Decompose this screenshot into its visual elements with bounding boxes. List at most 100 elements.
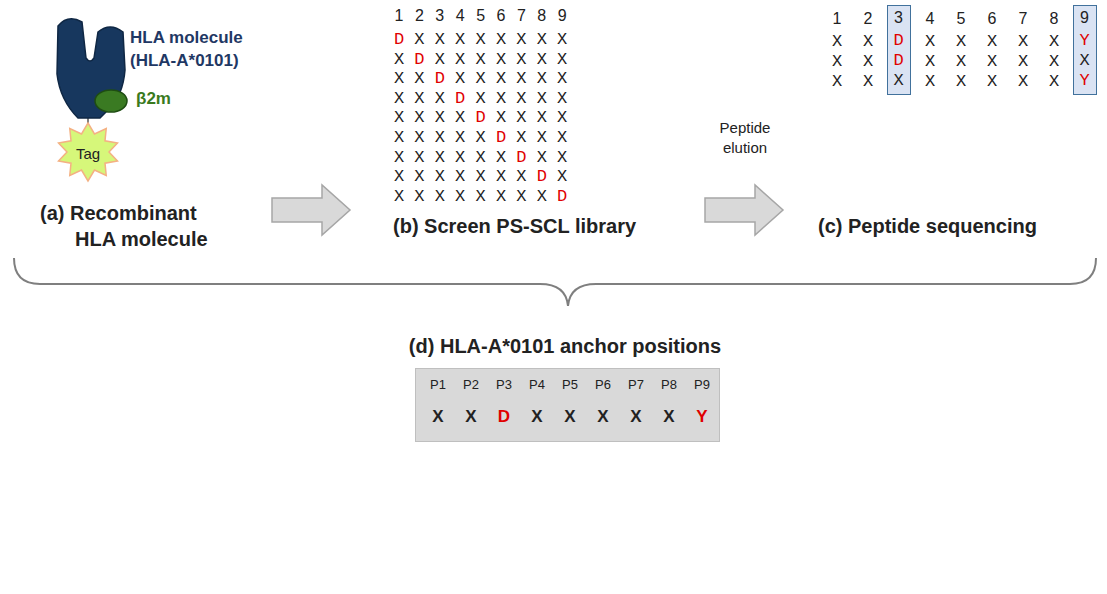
library-residue: X [410, 186, 428, 208]
library-residue: X [553, 147, 571, 169]
library-residue: D [553, 186, 571, 208]
library-residue: X [512, 107, 530, 129]
position-number: 1 [828, 9, 846, 30]
library-residue: X [472, 166, 490, 188]
library-residue: X [390, 127, 408, 149]
position-number: 2 [859, 9, 877, 30]
library-residue: X [390, 186, 408, 208]
library-residue: X [553, 127, 571, 149]
library-residue: X [451, 49, 469, 71]
anchor-letter: X [457, 407, 485, 427]
library-residue: X [472, 68, 490, 90]
library-residue: X [492, 29, 510, 51]
position-header: P8 [655, 377, 683, 392]
library-residue: D [451, 88, 469, 110]
anchor-letter: D [490, 407, 518, 427]
library-residue: X [492, 49, 510, 71]
position-header: P5 [556, 377, 584, 392]
position-number: 8 [1045, 9, 1063, 30]
sequenced-residue: X [859, 71, 877, 93]
library-residue: X [553, 68, 571, 90]
subunit-label: β2m [136, 89, 171, 109]
library-residue: X [390, 68, 408, 90]
library-residue: X [492, 107, 510, 129]
anchor-letter: X [589, 407, 617, 427]
sequenced-residue: X [828, 51, 846, 73]
anchor-letter: Y [688, 407, 716, 427]
sequenced-residue: X [983, 31, 1001, 53]
library-residue: X [451, 29, 469, 51]
library-residue: X [390, 88, 408, 110]
library-residue: X [472, 49, 490, 71]
block-arrow [705, 185, 783, 235]
position-number: 6 [492, 6, 510, 27]
tag-star: Tag [56, 122, 120, 182]
library-residue: X [492, 88, 510, 110]
library-residue: X [390, 107, 408, 129]
library-residue: D [533, 166, 551, 188]
position-number: 3 [431, 6, 449, 27]
sequenced-residue: X [921, 71, 939, 93]
library-residue: X [431, 49, 449, 71]
library-residue: X [451, 147, 469, 169]
position-number: 5 [472, 6, 490, 27]
sequenced-residue: X [859, 51, 877, 73]
library-residue: X [533, 147, 551, 169]
library-residue: X [431, 107, 449, 129]
library-residue: X [492, 147, 510, 169]
library-residue: D [492, 127, 510, 149]
library-residue: X [533, 29, 551, 51]
anchor-table: P1P2P3P4P5P6P7P8P9XXDXXXXXY [415, 368, 720, 442]
panel-caption: (a) Recombinant HLA molecule [75, 200, 215, 252]
position-number: 7 [1014, 9, 1032, 30]
library-residue: X [472, 127, 490, 149]
library-residue: X [451, 68, 469, 90]
library-residue: X [472, 29, 490, 51]
position-number: 5 [952, 9, 970, 30]
sequenced-residue: X [983, 51, 1001, 73]
sequenced-residue: X [1014, 31, 1032, 53]
sequenced-residue: X [952, 71, 970, 93]
anchor-letter: X [523, 407, 551, 427]
column-highlight: 3DDX [887, 5, 911, 95]
library-residue: X [553, 49, 571, 71]
position-number: 9 [553, 6, 571, 27]
position-header: P2 [457, 377, 485, 392]
library-residue: X [451, 166, 469, 188]
library-residue: X [512, 186, 530, 208]
column-highlight: 9YXY [1073, 5, 1097, 95]
library-residue: X [472, 88, 490, 110]
library-residue: X [410, 68, 428, 90]
residue-letter: X [888, 71, 909, 90]
library-residue: X [390, 147, 408, 169]
sequenced-residue: X [859, 31, 877, 53]
library-residue: D [472, 107, 490, 129]
library-residue: X [533, 107, 551, 129]
position-header: P1 [424, 377, 452, 392]
beta2m-shape [94, 89, 128, 113]
library-residue: X [431, 88, 449, 110]
position-number: 4 [451, 6, 469, 27]
library-residue: X [431, 29, 449, 51]
library-residue: X [431, 127, 449, 149]
library-residue: X [512, 29, 530, 51]
anchor-letter: X [622, 407, 650, 427]
sequenced-residue: X [828, 71, 846, 93]
library-residue: X [512, 166, 530, 188]
tag-label: Tag [76, 145, 100, 162]
library-residue: X [410, 166, 428, 188]
library-residue: X [512, 68, 530, 90]
library-residue: X [492, 166, 510, 188]
library-residue: X [451, 127, 469, 149]
library-residue: X [553, 107, 571, 129]
library-residue: X [431, 186, 449, 208]
library-residue: X [553, 88, 571, 110]
sequenced-residue: X [828, 31, 846, 53]
anchor-letter: X [556, 407, 584, 427]
position-header: P3 [490, 377, 518, 392]
step-label: Peptide elution [710, 118, 780, 157]
residue-letter: D [888, 31, 909, 50]
position-number: 6 [983, 9, 1001, 30]
panel-caption: (b) Screen PS-SCL library [393, 213, 636, 239]
